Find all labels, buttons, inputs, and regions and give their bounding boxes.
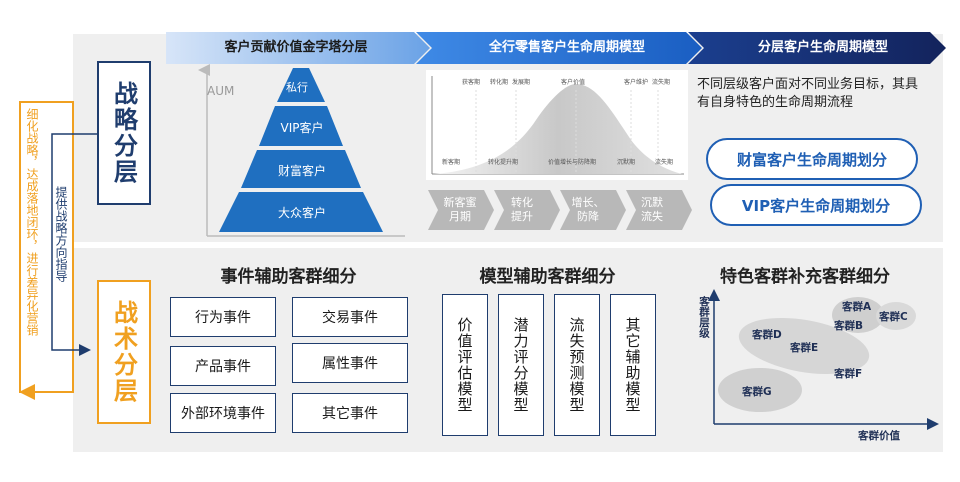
segment-ellipse-ab: [832, 297, 884, 333]
banner-step1-shape: [166, 32, 430, 64]
pyramid-level-4: [219, 192, 383, 232]
vip-lifecycle-pill: VIP客户生命周期划分: [710, 184, 922, 226]
event-section-title: 事件辅助客群细分: [220, 267, 357, 287]
lifecycle-bottom-stage-1: 新客期: [442, 159, 461, 166]
model-item-potential: 潜力评分模型: [498, 294, 544, 436]
segment-x-axis-label: 客群价值: [858, 430, 900, 442]
pyramid-level-2: [259, 106, 343, 146]
lifecycle-arrow-4: [626, 190, 692, 230]
lifecycle-bottom-stage-2: 转化提升期: [488, 159, 519, 166]
pyramid-level-3-label: 财富客户: [277, 164, 326, 178]
segment-y-axis-label: 客群层级: [698, 296, 710, 338]
lifecycle-curve: [431, 76, 684, 175]
lifecycle-top-stage-5: 客户维护: [624, 79, 649, 86]
lifecycle-top-stage-1: 获客期: [462, 79, 481, 86]
segment-label-b: 客群B: [834, 320, 864, 332]
right-description: 不同层级客户面对不同业务目标，其具有自身特色的生命周期流程: [697, 77, 919, 110]
lifecycle-arrow-label-3: 增长、防降: [571, 196, 605, 223]
banner-step2-shape: [416, 32, 702, 64]
pyramid-level-4-label: 大众客户: [277, 206, 326, 220]
segment-label-d: 客群D: [752, 329, 782, 341]
wealth-lifecycle-pill: 财富客户生命周期划分: [706, 138, 918, 180]
lifecycle-top-stage-4: 客户价值: [561, 79, 586, 86]
pyramid-level-2-label: VIP客户: [280, 121, 324, 135]
event-item-other: 其它事件: [292, 393, 408, 433]
segment-label-c: 客群C: [879, 311, 908, 323]
pyramid-level-1-label: 私行: [286, 81, 308, 94]
pyramid-level-3: [241, 150, 361, 188]
model-item-other: 其它辅助模型: [610, 294, 656, 436]
segment-ellipse-g: [718, 368, 802, 412]
banner-step1: 客户贡献价值金字塔分层: [224, 40, 368, 55]
pyramid-axis-label: AUM: [207, 84, 235, 98]
segment-scatter: [708, 289, 939, 430]
lifecycle-top-stage-6: 流失期: [652, 79, 671, 86]
lifecycle-bottom-stage-5: 流失期: [655, 159, 674, 166]
lifecycle-arrow-label-1: 新客蜜月期: [443, 196, 477, 223]
event-item-behavior: 行为事件: [170, 297, 276, 337]
lifecycle-top-stage-2: 转化期: [490, 79, 509, 86]
lifecycle-arrow-3: [560, 190, 626, 230]
pyramid-level-1: [277, 68, 325, 102]
segment-ellipse-def: [738, 317, 870, 375]
segment-label-g: 客群G: [742, 386, 772, 398]
blue-side-text: 提供战略方向指导: [54, 186, 68, 282]
banner-chevrons: [166, 32, 946, 64]
segment-label-f: 客群F: [834, 368, 863, 380]
lifecycle-bottom-stage-3: 价值增长与防降期: [548, 159, 597, 166]
orange-arrow-box: [19, 101, 21, 393]
event-item-product: 产品事件: [170, 346, 276, 386]
segment-ellipse-c: [876, 302, 916, 330]
left-connector-arrows: [19, 101, 97, 400]
lifecycle-arrow-2: [494, 190, 560, 230]
event-item-external: 外部环境事件: [170, 393, 276, 433]
orange-side-text: 细化战略，达成落地闭环，进行差异化营销: [25, 108, 39, 336]
tactics-layer-label: 战术分层: [97, 280, 151, 424]
banner-step3: 分层客户生命周期模型: [757, 40, 888, 55]
lifecycle-arrow-1: [428, 190, 494, 230]
lifecycle-arrow-row: [428, 190, 692, 230]
event-item-attribute: 属性事件: [292, 343, 408, 383]
special-section-title: 特色客群补充客群细分: [720, 267, 890, 287]
lifecycle-arrow-label-4: 沉默流失: [641, 196, 663, 223]
strategy-layer-label: 战略分层: [97, 61, 151, 205]
lifecycle-bottom-stage-4: 沉默期: [617, 159, 636, 166]
segment-label-a: 客群A: [842, 301, 872, 313]
model-item-churn: 流失预测模型: [554, 294, 600, 436]
model-section-title: 模型辅助客群细分: [479, 267, 616, 287]
model-item-value: 价值评估模型: [442, 294, 488, 436]
lifecycle-top-stage-3: 发展期: [512, 79, 531, 86]
segment-label-e: 客群E: [790, 342, 819, 354]
banner-step3-shape: [688, 32, 946, 64]
banner-step2: 全行零售客户生命周期模型: [488, 40, 645, 55]
event-item-transaction: 交易事件: [292, 297, 408, 337]
lifecycle-arrow-label-2: 转化提升: [511, 196, 533, 223]
pyramid-chart: [198, 64, 405, 237]
